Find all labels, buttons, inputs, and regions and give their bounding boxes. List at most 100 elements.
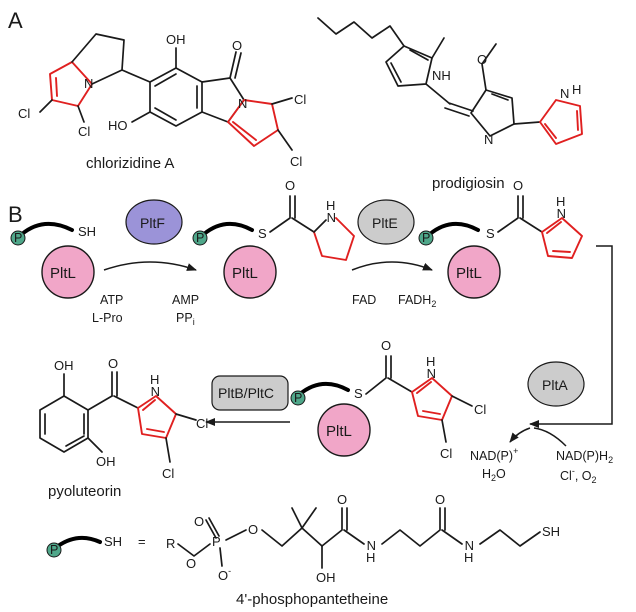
o-label-4: O [381,338,391,353]
cl-label-4: Cl [290,154,302,169]
s-label-3: S [486,226,495,241]
left-pyrrole-ring [49,61,93,107]
phospho-badge-3 [418,230,434,246]
n-label-1: N [84,76,93,91]
chlorine-bonds-4 [441,395,473,443]
pyrrole-ring-carrier [541,217,583,259]
cofactor-lpro: L-Pro [92,311,123,325]
enzyme-plte [357,199,415,245]
right-pyrrole-ring [227,99,279,147]
prolyl-ca-bond [291,217,315,233]
chlorizidine-name: chlorizidine A [86,155,174,172]
chlorizidine-a-structure [39,33,293,151]
pyrrole-ring-1 [385,45,433,87]
cofactor-amp: AMP [172,293,199,307]
terminal-n-label: N [560,86,569,101]
cl-label-pyo-1: Cl [196,416,208,431]
r-label: R [166,536,175,551]
sh-label-carrier-1: SH [78,224,96,239]
ppant-legend [46,535,102,558]
ppant-arm-3 [428,222,480,236]
resorcinol-double-bonds [44,413,85,447]
pantoate-chain [261,527,323,547]
phospho-label-1: P [14,231,22,245]
pyoluteorin-name: pyoluteorin [48,483,121,500]
chlorine-bonds [39,97,293,151]
nadp-curve [509,427,531,443]
fused-pyrrolidine-ring [71,33,125,85]
ring-n-bond [313,219,327,233]
carrier-pltl-4 [290,382,371,457]
enzyme-pltbc-label: PltB/PltC [218,385,274,401]
pltl-circle-4 [317,403,371,457]
phospho-label-2: P [196,231,204,245]
terminal-pyrrole-ring [539,99,583,145]
bipyrrole-bond [513,121,541,125]
phospho-badge-legend [46,542,62,558]
pentyl-chain [317,17,405,47]
left-pyrrole-double-bond [55,77,58,97]
sh-label-ppant: SH [542,524,560,539]
s-label-2: S [258,226,267,241]
enzyme-plte-label: PltE [372,215,398,231]
nadph-curve [533,427,567,447]
prolyl-thioester [269,195,355,261]
cl-label-5: Cl [474,402,486,417]
reaction-arrow-1 [103,261,197,271]
o-label-ppant-3: O [186,556,196,571]
cl-label-6: Cl [440,446,452,461]
pyoluteorin-chlorine-bonds [165,413,197,463]
dichloropyrrolyl-thioester [365,355,473,443]
n-label-prodigiosin: N [484,132,493,147]
ppant-arm-4 [298,382,350,396]
pyrrolidine-ring [313,217,355,261]
o-label-2: O [285,178,295,193]
o-minus-label: O- [218,566,231,583]
ketone-double-bond [229,51,242,79]
gem-dimethyl [291,507,317,529]
cofactor-atp: ATP [100,293,123,307]
o-label-ppant-5: O [435,492,445,507]
terminal-pyrrole-double-bonds [544,110,579,139]
methoxy-group [481,43,497,91]
ro-p-bond [177,543,211,557]
resorcinol-ring [39,395,89,453]
cl-label-3: Cl [294,92,306,107]
pltl-label-2: PltL [232,265,258,282]
beta-alanine-amide [381,507,463,547]
phospho-label-3: P [422,231,430,245]
pyoluteorin-ketone [111,371,118,397]
carrier-pltl-1 [10,222,95,299]
o-label-pyo: O [108,356,118,371]
pyrrolyl-carbonyl [497,195,543,233]
phospho-badge-1 [10,230,26,246]
panel-label-a: A [8,8,23,33]
nh-label-prodigiosin: NH [432,68,451,83]
oh-label-pyo-1: OH [54,358,74,373]
ketone-o-label: O [232,38,242,53]
o-label-ppant-4: O [337,492,347,507]
ppant-name: 4'-phosphopantetheine [236,591,388,608]
methine-bridge [425,83,474,117]
stereo-bond [121,69,151,83]
methyl-group [431,37,445,59]
central-benzene-ring [149,67,203,127]
reaction-arrow-2 [351,261,433,271]
phospho-badge-2 [192,230,208,246]
oh-label-1: OH [166,32,186,47]
pltl-circle-3 [447,245,501,299]
pyrrole-1-double-bonds [390,49,429,83]
cofactor-nadph2: NAD(P)H2 [556,449,613,465]
dichloropyrrole-ring-4 [411,377,453,421]
pltl-circle-1 [41,245,95,299]
pltl-label-3: PltL [456,265,482,282]
o-label-methoxy: O [477,52,487,67]
phospho-badge-4 [290,390,306,406]
oh-label-ppant: OH [316,570,336,585]
o-label-ppant-1: O [194,514,204,529]
ppant-structure [177,507,541,569]
nh-label-pyrrole-4: NH [426,354,436,381]
